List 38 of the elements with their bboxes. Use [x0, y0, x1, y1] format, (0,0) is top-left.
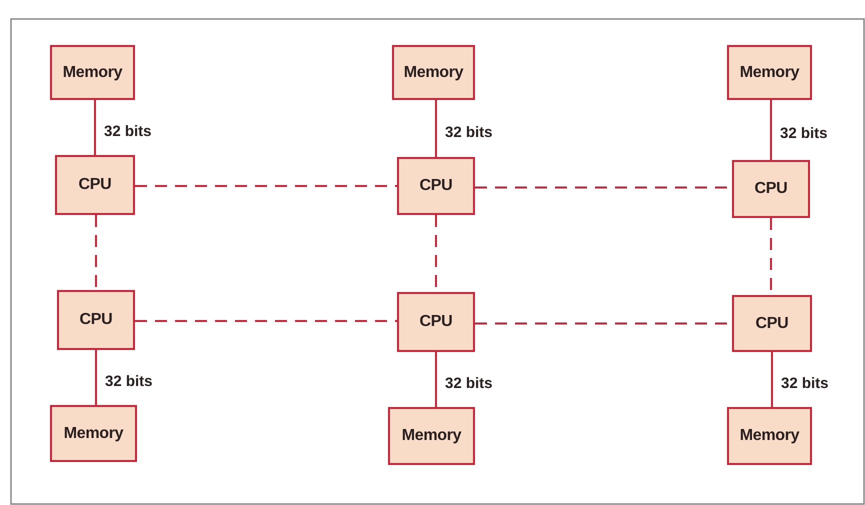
bus-line [95, 350, 97, 405]
component-box [727, 45, 812, 100]
dashed-connector [135, 185, 397, 187]
component-box [397, 157, 475, 215]
box-label: Memory [740, 64, 800, 82]
edge-label: 32 bits [444, 376, 494, 392]
component-box [55, 155, 135, 215]
component-box [732, 295, 812, 352]
box-label: CPU [420, 313, 452, 331]
box-label: CPU [754, 180, 788, 198]
bus-line [771, 352, 773, 407]
component-box [732, 160, 810, 218]
box-label: CPU [420, 177, 452, 195]
edge-label: 32 bits [104, 374, 154, 390]
box-label: CPU [78, 176, 112, 194]
edge-label: 32 bits [780, 376, 830, 392]
box-label: Memory [740, 427, 800, 445]
edge-label: 32 bits [444, 124, 494, 140]
bus-line [435, 352, 437, 407]
bus-line [94, 100, 96, 155]
dashed-connector [95, 215, 97, 290]
component-box [727, 407, 812, 465]
box-label: CPU [80, 311, 112, 329]
box-label: Memory [62, 64, 122, 82]
edge-label: 32 bits [103, 124, 153, 140]
bus-line [770, 100, 772, 160]
component-box [397, 292, 475, 352]
bus-line [435, 100, 437, 157]
box-label: Memory [402, 427, 462, 445]
component-box [50, 45, 135, 100]
component-box [392, 45, 475, 100]
box-label: Memory [64, 424, 124, 442]
component-box [388, 407, 475, 465]
component-box [57, 290, 135, 350]
dashed-connector [135, 320, 397, 322]
component-box [50, 405, 137, 462]
box-label: Memory [404, 64, 464, 82]
box-label: CPU [756, 314, 788, 332]
